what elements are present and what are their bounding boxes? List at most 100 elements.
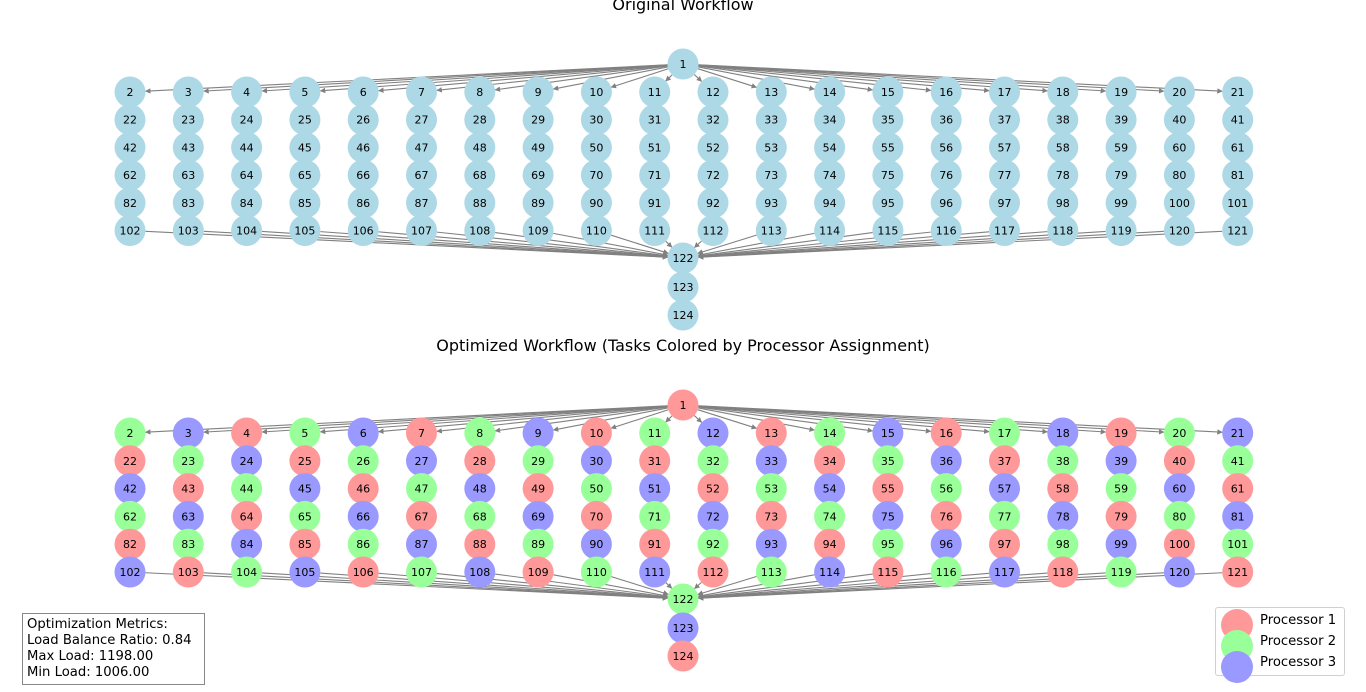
optimized-task-node-circle <box>1163 445 1195 477</box>
optimized-edge-source <box>698 407 815 432</box>
optimized-task-node-label: 30 <box>589 455 603 468</box>
optimized-task-node: 71 <box>639 500 671 532</box>
original-task-node: 4 <box>231 76 263 108</box>
optimized-task-node-circle <box>580 556 612 588</box>
optimized-task-node-circle <box>1222 445 1254 477</box>
optimized-task-node-circle <box>814 556 846 588</box>
optimized-task-node-label: 23 <box>181 455 195 468</box>
original-task-node-circle <box>231 215 263 246</box>
legend-label-processor-1: Processor 1 <box>1260 613 1337 628</box>
original-task-node-label: 57 <box>998 141 1012 154</box>
optimized-task-node: 31 <box>639 445 671 477</box>
original-task-node-label: 43 <box>181 141 195 154</box>
original-task-node: 99 <box>1105 187 1137 219</box>
original-task-node-circle <box>872 131 904 163</box>
optimized-task-node-circle <box>989 528 1020 560</box>
original-task-node-circle <box>464 104 496 136</box>
optimized-task-node-circle <box>172 500 204 532</box>
original-task-node-label: 63 <box>181 169 195 182</box>
optimized-edge-source <box>698 405 1107 435</box>
original-task-node-circle <box>814 131 846 163</box>
original-task-node-circle <box>289 215 321 246</box>
original-task-node-circle <box>1222 187 1254 219</box>
legend-item-processor-3: Processor 3 <box>1216 651 1344 683</box>
original-task-node: 11 <box>639 76 671 108</box>
optimized-task-node: 88 <box>464 528 496 560</box>
original-task-node: 50 <box>580 131 612 163</box>
original-task-node: 26 <box>347 104 379 136</box>
original-task-node-circle <box>231 76 263 108</box>
original-task-node: 9 <box>522 76 554 108</box>
optimized-task-node: 5 <box>289 417 321 449</box>
optimized-task-node: 62 <box>114 500 146 532</box>
original-task-node-label: 67 <box>415 169 429 182</box>
optimized-task-node: 64 <box>231 500 263 532</box>
legend-item-processor-1: Processor 1 <box>1216 609 1344 641</box>
original-task-node: 19 <box>1105 76 1137 108</box>
optimized-task-node: 57 <box>989 473 1020 505</box>
optimized-edge-sink <box>697 572 1048 601</box>
original-task-node-label: 88 <box>473 197 487 210</box>
optimized-task-node-label: 80 <box>1172 510 1186 523</box>
optimized-task-node: 38 <box>1047 445 1079 477</box>
original-task-node: 100 <box>1163 187 1195 219</box>
optimized-edge-sink <box>611 576 669 596</box>
original-task-node-circle <box>464 215 496 246</box>
metrics-heading: Optimization Metrics: <box>27 617 168 632</box>
optimized-task-node-label: 2 <box>127 427 134 440</box>
optimized-task-node: 48 <box>464 473 496 505</box>
original-task-node-label: 34 <box>823 114 837 127</box>
optimized-task-node-label: 58 <box>1056 483 1070 496</box>
original-edge-source <box>203 64 668 94</box>
optimized-task-node-label: 55 <box>881 483 895 496</box>
original-task-node: 98 <box>1047 187 1079 219</box>
optimized-task-node-label: 68 <box>473 510 487 523</box>
original-task-node-label: 53 <box>764 141 778 154</box>
original-task-node: 10 <box>580 76 612 108</box>
original-task-node-circle <box>872 104 904 136</box>
optimized-task-node-circle <box>989 500 1020 532</box>
optimized-task-node-circle <box>697 473 729 505</box>
optimized-task-node: 42 <box>114 473 146 505</box>
optimized-task-node-label: 105 <box>294 566 315 579</box>
original-task-node-circle <box>872 187 904 219</box>
optimized-task-node-label: 101 <box>1227 538 1248 551</box>
original-task-node: 14 <box>814 76 846 108</box>
original-task-node: 72 <box>697 159 729 191</box>
original-task-node-label: 44 <box>240 141 254 154</box>
original-task-node-circle <box>1163 159 1195 191</box>
optimized-task-node: 96 <box>930 528 962 560</box>
original-task-node: 84 <box>231 187 263 219</box>
original-task-node-label: 33 <box>764 114 778 127</box>
optimized-task-node-circle <box>1222 556 1254 588</box>
optimized-task-node-circle <box>347 473 379 505</box>
original-task-node: 18 <box>1047 76 1079 108</box>
original-edge-source <box>698 64 1048 94</box>
optimized-task-node: 4 <box>231 417 263 449</box>
optimized-task-node-label: 91 <box>648 538 662 551</box>
optimized-task-node: 36 <box>930 445 962 477</box>
original-edge-source <box>693 74 703 82</box>
optimized-task-node: 43 <box>172 473 204 505</box>
original-task-node-circle <box>114 159 146 191</box>
optimized-task-node-circle <box>814 500 846 532</box>
original-task-node-circle <box>231 159 263 191</box>
optimized-task-node: 100 <box>1163 528 1195 560</box>
optimized-task-node-label: 60 <box>1172 483 1186 496</box>
optimized-task-node: 98 <box>1047 528 1079 560</box>
optimized-task-node-label: 63 <box>181 510 195 523</box>
optimized-task-node-circle <box>231 417 263 449</box>
original-task-node-circle <box>639 187 671 219</box>
original-task-node-circle <box>1105 76 1137 108</box>
optimized-task-node: 85 <box>289 528 321 560</box>
optimized-task-node-label: 24 <box>240 455 254 468</box>
optimized-task-node: 39 <box>1105 445 1137 477</box>
optimized-task-node-label: 120 <box>1169 566 1190 579</box>
original-task-node-circle <box>580 104 612 136</box>
original-task-node: 83 <box>172 187 204 219</box>
optimized-task-node-label: 18 <box>1056 427 1070 440</box>
optimized-task-node-label: 45 <box>298 483 312 496</box>
original-task-node: 109 <box>522 215 554 246</box>
original-task-node-circle <box>464 131 496 163</box>
